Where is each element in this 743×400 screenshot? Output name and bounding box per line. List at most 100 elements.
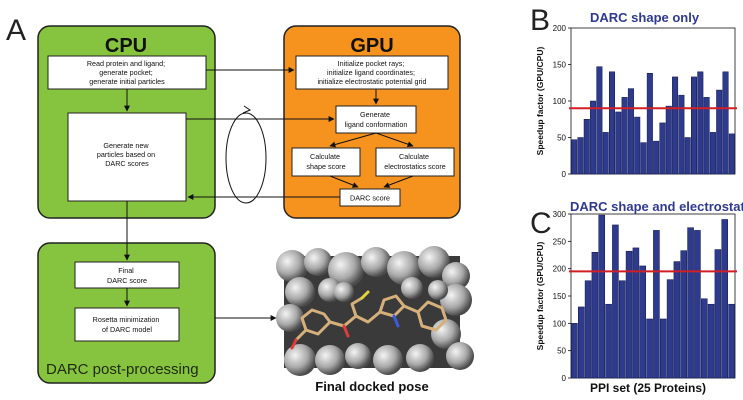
y-tick-label: 200 — [553, 24, 567, 33]
arrow-shape-to-darc — [329, 175, 359, 188]
protein-sphere — [284, 344, 316, 376]
bar — [584, 280, 592, 379]
bar — [659, 318, 667, 379]
protein-sphere — [361, 247, 391, 277]
iteration-loop — [225, 112, 267, 204]
post-processing-title: DARC post-processing — [46, 361, 199, 378]
bar — [577, 137, 584, 175]
loop-arrowhead — [242, 105, 252, 114]
y-tick-label: 50 — [557, 134, 566, 143]
rosetta-box — [74, 307, 180, 342]
gpu-title: GPU — [350, 35, 393, 57]
bar — [571, 139, 578, 175]
y-tick-label: 100 — [553, 319, 567, 328]
bar — [605, 303, 612, 379]
protein-sphere — [276, 304, 304, 332]
protein-sphere — [304, 248, 332, 276]
protein-sphere — [440, 284, 472, 316]
y-tick-label: 300 — [553, 210, 567, 219]
protein-sphere — [373, 345, 403, 375]
bar — [680, 250, 688, 379]
chart-c-title: DARC shape and electrostatics — [570, 199, 743, 214]
bar — [697, 71, 704, 175]
arrow-ligand-to-elec — [375, 132, 414, 148]
bar — [690, 76, 698, 175]
protein-sphere — [334, 282, 354, 302]
y-tick-label: 50 — [557, 347, 566, 356]
bar — [590, 100, 597, 175]
bar — [640, 142, 647, 175]
y-tick-label: 200 — [553, 265, 567, 274]
protein-sphere — [276, 250, 308, 282]
flow-arrows — [124, 67, 414, 321]
bar — [707, 303, 715, 379]
final-score-box — [74, 261, 180, 289]
y-tick-label: 0 — [562, 170, 567, 179]
bar — [684, 137, 691, 175]
y-tick-label: 150 — [553, 292, 567, 301]
bar — [672, 76, 679, 175]
chart-c-xlabel: PPI set (25 Proteins) — [590, 381, 706, 395]
docked-pose-image — [276, 246, 474, 376]
bar — [639, 265, 647, 379]
bar — [703, 97, 710, 175]
bar — [618, 280, 626, 379]
bar — [728, 133, 735, 175]
bar — [634, 116, 641, 175]
chart-b-title: DARC shape only — [590, 10, 700, 25]
bar — [615, 111, 622, 175]
bar — [716, 89, 723, 175]
ligand-conf-box — [335, 105, 417, 134]
bar — [596, 66, 603, 175]
protein-sphere — [387, 251, 421, 285]
bar — [721, 219, 729, 379]
panel-a-label: A — [6, 14, 26, 47]
y-axis-label: Speedup factor (GPU/CPU) — [535, 47, 545, 156]
elec-score-box — [375, 147, 455, 177]
bar — [571, 323, 578, 379]
pose-caption: Final docked pose — [315, 379, 428, 394]
bar — [665, 105, 672, 175]
protein-sphere — [328, 252, 364, 288]
cpu-init-text: Read protein and ligand; generate pocket… — [87, 59, 167, 86]
protein-sphere — [315, 345, 345, 375]
protein-sphere — [285, 277, 315, 307]
bar — [625, 250, 633, 379]
rosetta-text: Rosetta minimization of DARC model — [93, 315, 162, 334]
bar — [653, 140, 660, 175]
bar — [687, 227, 694, 379]
bar — [722, 71, 729, 175]
bar — [646, 318, 653, 379]
bar — [673, 261, 681, 379]
cpu-init-box — [47, 55, 207, 90]
bar — [709, 132, 716, 175]
y-tick-label: 150 — [553, 61, 567, 70]
protein-sphere — [406, 344, 434, 372]
bar — [678, 94, 685, 175]
shape-score-text: Calculate shape score — [306, 152, 345, 171]
protein-sphere — [345, 343, 371, 369]
gpu-init-box — [295, 55, 449, 90]
arrow-ligand-to-shape — [329, 132, 377, 148]
bar — [602, 132, 609, 175]
bar — [583, 119, 590, 175]
protein-sphere — [401, 277, 423, 299]
bar — [694, 230, 701, 379]
bar — [608, 71, 616, 175]
shape-score-box — [291, 147, 361, 177]
bar — [666, 279, 674, 379]
y-axis-label: Speedup factor (GPU/CPU) — [535, 242, 545, 351]
bar — [714, 249, 722, 379]
bar — [612, 224, 619, 379]
panel-c-label: C — [530, 207, 552, 240]
cpu-title: CPU — [105, 35, 147, 57]
protein-sphere — [418, 246, 450, 278]
bar — [653, 230, 660, 379]
y-tick-label: 100 — [553, 97, 567, 106]
bar — [621, 97, 628, 175]
arrow-elec-to-darc — [383, 175, 414, 188]
bar — [646, 73, 653, 175]
